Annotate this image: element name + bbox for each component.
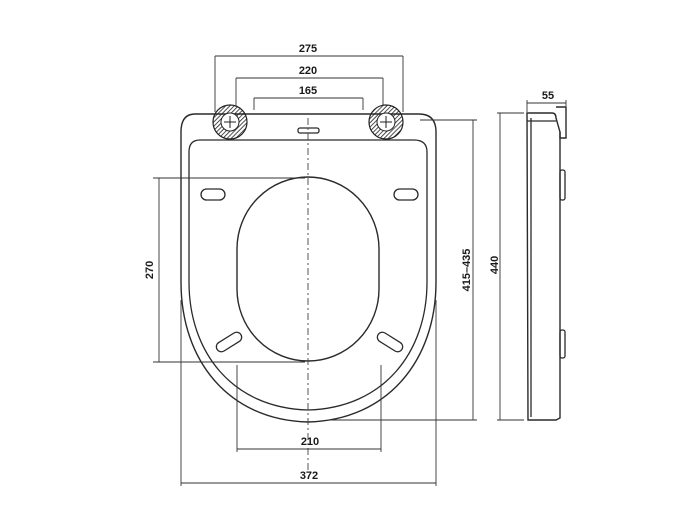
right-hinge (368, 104, 404, 140)
seat-top-view (180, 104, 437, 470)
dim-label-275: 275 (299, 43, 317, 55)
opening-length-dimension (153, 177, 305, 363)
side-hinge-bracket (556, 106, 567, 139)
dim-label-415-435: 415–435 (461, 249, 473, 292)
dim-label-372: 372 (300, 470, 318, 482)
left-hinge (212, 104, 248, 140)
hinge-cover-bump (297, 127, 320, 134)
dim-label-440: 440 (489, 256, 501, 274)
dim-label-165: 165 (299, 85, 317, 97)
buffer-pad-left-bottom (215, 331, 243, 353)
seat-length-dimension (330, 119, 477, 421)
side-depth-dimension (526, 100, 567, 112)
dim-label-270: 270 (144, 261, 156, 279)
overall-length-dimension (497, 112, 524, 421)
side-buffer-top (559, 169, 566, 201)
buffer-pad-right-bottom (376, 331, 404, 353)
dim-label-220: 220 (299, 65, 317, 77)
seat-side-view (526, 106, 567, 421)
buffer-pad-left-top (200, 188, 226, 201)
side-buffer-bottom (559, 329, 566, 359)
seat-outer-outline (180, 113, 437, 423)
side-profile-outline (526, 112, 561, 421)
hinge-dimensions (214, 55, 404, 112)
overall-width-dimension (180, 300, 437, 486)
dim-label-55: 55 (542, 90, 554, 102)
opening-width-dimension (236, 365, 382, 452)
dim-label-210: 210 (301, 436, 319, 448)
buffer-pad-right-top (393, 188, 419, 201)
